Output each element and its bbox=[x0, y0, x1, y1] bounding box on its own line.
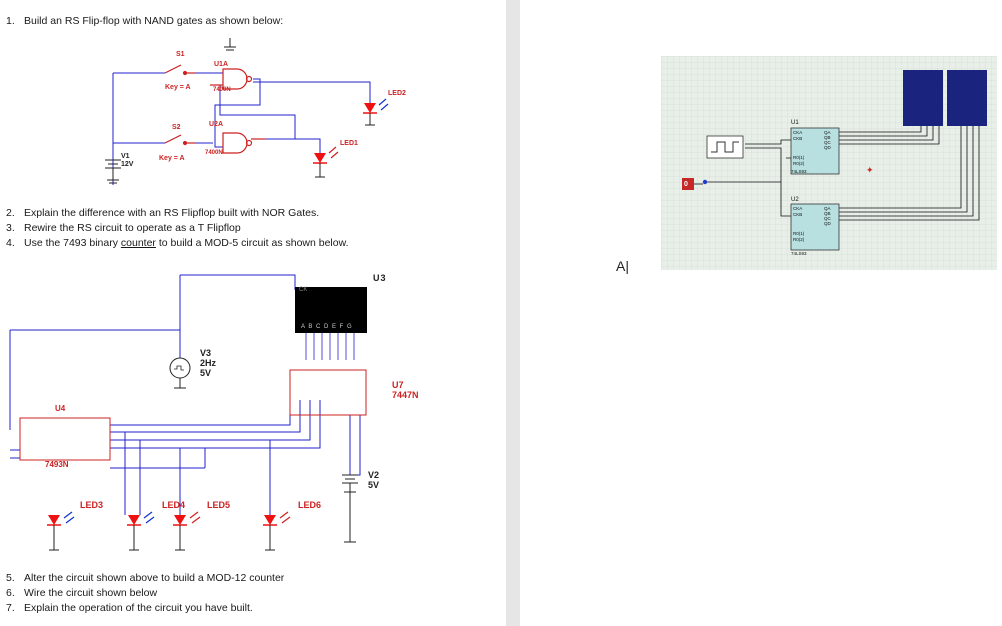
question-7: 7.Explain the operation of the circuit y… bbox=[6, 602, 253, 614]
label-u2-cka: CKA bbox=[793, 206, 803, 211]
label-u1a: U1A bbox=[214, 61, 229, 68]
label-u3: U3 bbox=[373, 273, 387, 283]
label-u2: U2 bbox=[791, 197, 799, 203]
logic-state-value[interactable]: 0 bbox=[684, 181, 688, 188]
label-key2: Key = A bbox=[159, 155, 185, 162]
label-u2-r02: R0(2) bbox=[793, 237, 805, 242]
page-divider bbox=[506, 0, 520, 626]
question-4: 4.Use the 7493 binary counter to build a… bbox=[6, 237, 349, 249]
label-u2-part: 74LS93 bbox=[791, 251, 807, 256]
label-u7-part: 7447N bbox=[392, 390, 419, 400]
label-u1-qd: QD bbox=[824, 145, 831, 150]
label-gate2: 7400N bbox=[205, 150, 223, 156]
label-u4-part: 7493N bbox=[45, 460, 69, 469]
label-u2-ckb: CKB bbox=[793, 212, 803, 217]
svg-text:✦: ✦ bbox=[866, 166, 874, 176]
question-3: 3.Rewire the RS circuit to operate as a … bbox=[6, 222, 241, 234]
label-segments: A B C D E F G bbox=[301, 324, 353, 330]
label-v2-value: 5V bbox=[368, 480, 380, 490]
label-led5: LED5 bbox=[207, 500, 231, 510]
label-u1-cka: CKA bbox=[793, 130, 803, 135]
label-led4: LED4 bbox=[162, 500, 186, 510]
label-u1-qc: QC bbox=[824, 140, 831, 145]
question-1: 1.Build an RS Flip-flop with NAND gates … bbox=[6, 15, 284, 27]
text-cursor[interactable]: A| bbox=[616, 258, 629, 274]
label-v3-freq: 2Hz bbox=[200, 358, 217, 368]
label-v1-value: 12V bbox=[121, 161, 134, 168]
label-s2: S2 bbox=[172, 124, 181, 131]
label-v2: V2 bbox=[368, 470, 380, 480]
label-u1: U1 bbox=[791, 120, 799, 126]
label-led3: LED3 bbox=[80, 500, 104, 510]
label-v3: V3 bbox=[200, 348, 212, 358]
label-u2-r01: R0(1) bbox=[793, 231, 805, 236]
question-6: 6.Wire the circuit shown below bbox=[6, 587, 158, 599]
label-v1: V1 bbox=[121, 153, 130, 160]
label-ck: CK bbox=[299, 287, 308, 293]
label-led1: LED1 bbox=[340, 140, 358, 147]
label-led2: LED2 bbox=[388, 90, 406, 97]
label-u2-qa: QA bbox=[824, 206, 831, 211]
label-u1-ckb: CKB bbox=[793, 136, 803, 141]
question-2: 2.Explain the difference with an RS Flip… bbox=[6, 207, 320, 219]
label-u2a: U2A bbox=[209, 121, 224, 128]
question-5: 5.Alter the circuit shown above to build… bbox=[6, 572, 285, 584]
label-v3-amp: 5V bbox=[200, 368, 212, 378]
label-s1: S1 bbox=[176, 51, 185, 58]
proteus-schematic: ✦ bbox=[661, 56, 997, 270]
label-u1-qb: QB bbox=[824, 135, 831, 140]
label-u2-qc: QC bbox=[824, 216, 831, 221]
label-u1-part: 74LS93 bbox=[791, 169, 807, 174]
document-page: 1.Build an RS Flip-flop with NAND gates … bbox=[6, 15, 419, 614]
document-page-right: A| bbox=[520, 0, 1002, 626]
label-u4: U4 bbox=[55, 404, 66, 413]
label-u1-qa: QA bbox=[824, 130, 831, 135]
label-u2-qb: QB bbox=[824, 211, 831, 216]
label-key1: Key = A bbox=[165, 84, 191, 91]
label-u1-r01: R0(1) bbox=[793, 155, 805, 160]
label-u1-r02: R0(2) bbox=[793, 161, 805, 166]
label-led6: LED6 bbox=[298, 500, 322, 510]
label-u7: U7 bbox=[392, 380, 404, 390]
mod5-counter-schematic bbox=[9, 274, 367, 551]
label-gate1: 7400N bbox=[213, 87, 231, 93]
underlined-word: counter bbox=[120, 237, 156, 249]
rs-flipflop-schematic bbox=[105, 38, 389, 185]
label-u2-qd: QD bbox=[824, 221, 831, 226]
